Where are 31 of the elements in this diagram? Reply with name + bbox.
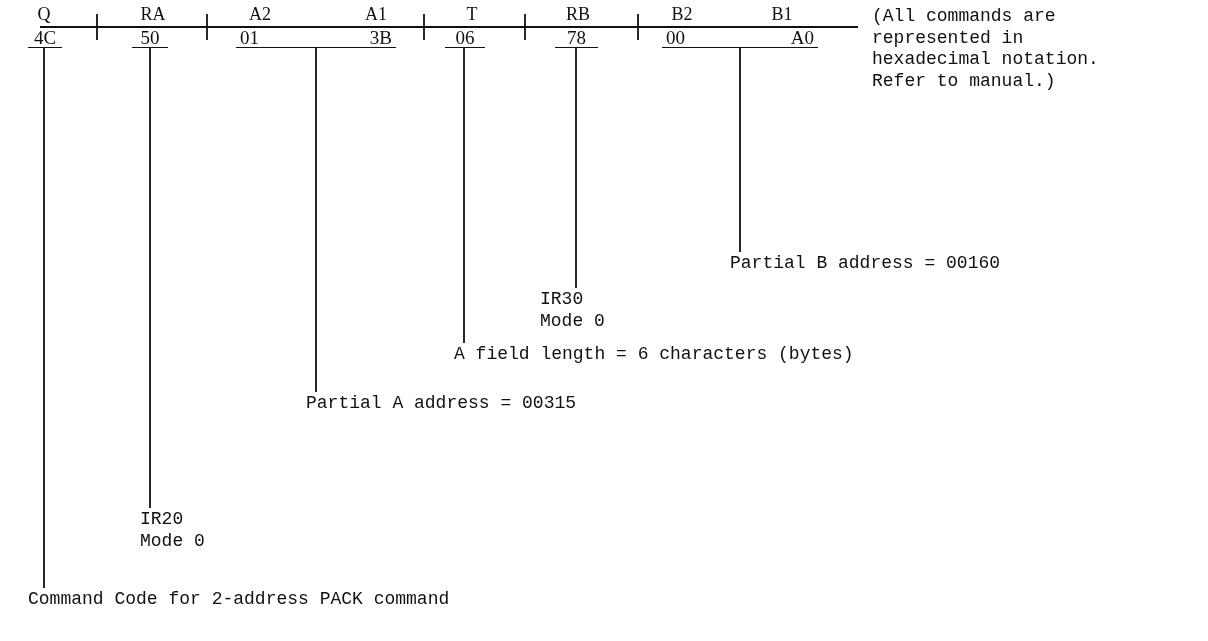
description-text: Partial A address = 00315 (306, 392, 578, 414)
leader-line (739, 47, 741, 253)
leader-line (149, 47, 151, 509)
field-name: T (465, 4, 479, 24)
leader-line (43, 47, 45, 589)
field-name: RB (565, 4, 591, 24)
field-name: RA (139, 4, 167, 24)
field-name: A2 (248, 4, 272, 24)
field-name: A1 (364, 4, 388, 24)
field-underline (236, 29, 396, 48)
description-text: A field length = 6 characters (bytes) (454, 343, 856, 365)
field-name: B1 (770, 4, 794, 24)
field-underline (662, 29, 818, 48)
hex-value: 4C (28, 29, 62, 48)
hex-value: 3B (369, 29, 392, 47)
description-text: IR20 Mode 0 (140, 508, 230, 552)
description-text: IR30 Mode 0 (540, 288, 630, 332)
field-name: Q (36, 4, 52, 24)
leader-line (315, 47, 317, 393)
description-text: Partial B address = 00160 (730, 252, 1002, 274)
hex-value: 78 (555, 29, 598, 48)
field-name: B2 (670, 4, 694, 24)
hex-value: 00 (666, 29, 685, 47)
leader-line (575, 47, 577, 289)
note-text: (All commands are represented in hexadecimal notation. Refer to manual.) (872, 6, 1100, 92)
leader-line (463, 47, 465, 344)
description-text: Command Code for 2-address PACK command (28, 588, 452, 610)
hex-value: 06 (445, 29, 485, 48)
hex-value: 01 (240, 29, 259, 47)
hex-value: 50 (132, 29, 168, 48)
hex-value: A0 (790, 29, 814, 47)
